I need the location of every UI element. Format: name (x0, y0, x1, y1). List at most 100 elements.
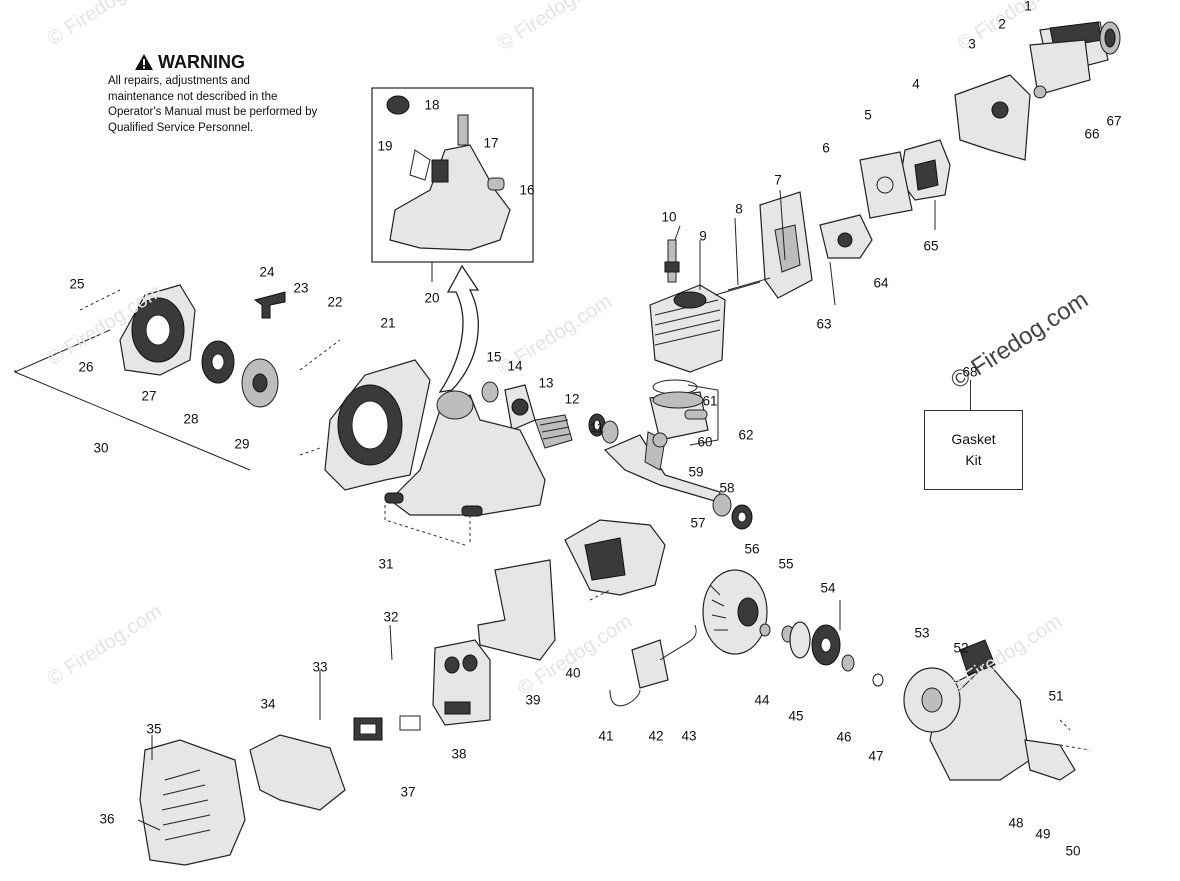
part-bearing-11 (588, 413, 619, 444)
part-starter-handle (253, 291, 286, 319)
callout-48: 48 (1008, 815, 1024, 831)
callout-10: 10 (661, 209, 677, 225)
callout-34: 34 (260, 696, 276, 712)
part-air-box (954, 74, 1031, 161)
callout-29: 29 (234, 436, 250, 452)
callout-32: 32 (383, 609, 399, 625)
callout-7: 7 (774, 172, 782, 188)
callout-30: 30 (93, 440, 109, 456)
part-fan-housing (324, 359, 431, 491)
callout-16: 16 (519, 182, 535, 198)
callout-42: 42 (648, 728, 664, 744)
callout-6: 6 (822, 140, 830, 156)
callout-61: 61 (702, 393, 718, 409)
callout-57: 57 (690, 515, 706, 531)
callout-44: 44 (754, 692, 770, 708)
callout-60: 60 (697, 434, 713, 450)
callout-27: 27 (141, 388, 157, 404)
callout-4: 4 (912, 76, 920, 92)
part-flywheel (702, 569, 768, 655)
callout-59: 59 (688, 464, 704, 480)
callout-37: 37 (400, 784, 416, 800)
gasket-kit-label-2: Kit (965, 452, 982, 468)
callout-46: 46 (836, 729, 852, 745)
callout-55: 55 (778, 556, 794, 572)
part-piston (649, 379, 709, 441)
callout-1: 1 (1024, 0, 1032, 14)
warning-body: All repairs, adjustments and maintenance… (108, 75, 318, 134)
callout-20: 20 (424, 290, 440, 306)
callout-22: 22 (327, 294, 343, 310)
callout-51: 51 (1048, 688, 1064, 704)
callout-35: 35 (146, 721, 162, 737)
callout-25: 25 (69, 276, 85, 292)
gasket-kit-box: Gasket Kit (924, 410, 1023, 490)
callout-15: 15 (486, 349, 502, 365)
callout-31: 31 (378, 556, 394, 572)
callout-58: 58 (719, 480, 735, 496)
callout-23: 23 (293, 280, 309, 296)
part-spring-clutch (481, 381, 573, 449)
callout-18: 18 (424, 97, 440, 113)
part-shield-39 (477, 559, 556, 661)
callout-38: 38 (451, 746, 467, 762)
warning-title-text: WARNING (158, 52, 245, 72)
part-fuel-tank-body (384, 390, 546, 517)
callout-67: 67 (1106, 113, 1122, 129)
callout-2: 2 (998, 16, 1006, 32)
callout-47: 47 (868, 748, 884, 764)
callout-50: 50 (1065, 843, 1081, 859)
callout-52: 52 (953, 640, 969, 656)
callout-45: 45 (788, 708, 804, 724)
part-clutch-54 (811, 624, 841, 666)
callout-11: 11 (589, 420, 605, 436)
callout-43: 43 (681, 728, 697, 744)
callout-63: 63 (816, 316, 832, 332)
callout-9: 9 (699, 228, 707, 244)
callout-54: 54 (820, 580, 836, 596)
callout-5: 5 (864, 107, 872, 123)
callout-53: 53 (914, 625, 930, 641)
callout-62: 62 (738, 427, 754, 443)
callout-14: 14 (507, 358, 523, 374)
callout-49: 49 (1035, 826, 1051, 842)
callout-21: 21 (380, 315, 396, 331)
part-crankcase (564, 519, 666, 596)
callout-64: 64 (873, 275, 889, 291)
warning-triangle-icon (135, 54, 153, 70)
part-inset-tank (386, 95, 511, 251)
part-muffler-cover-34 (249, 734, 346, 811)
callout-17: 17 (483, 135, 499, 151)
callout-3: 3 (968, 36, 976, 52)
curved-arrow (438, 264, 480, 393)
callout-13: 13 (538, 375, 554, 391)
part-cylinder (649, 284, 726, 373)
part-carburetor (899, 139, 951, 201)
callout-65: 65 (923, 238, 939, 254)
callout-12: 12 (564, 391, 580, 407)
callout-8: 8 (735, 201, 743, 217)
callout-41: 41 (598, 728, 614, 744)
part-starter-spring (201, 340, 235, 384)
part-gear-head (903, 639, 1076, 781)
callout-68: 68 (962, 364, 978, 380)
fuel-tank-inset-box (371, 87, 534, 263)
callout-39: 39 (525, 692, 541, 708)
part-pulley (241, 358, 279, 408)
warning-title: WARNING (134, 52, 318, 72)
callout-36: 36 (99, 811, 115, 827)
callout-40: 40 (565, 665, 581, 681)
warning-notice: WARNING All repairs, adjustments and mai… (108, 52, 318, 136)
callout-28: 28 (183, 411, 199, 427)
gasket-kit-label-1: Gasket (951, 431, 996, 447)
callout-26: 26 (78, 359, 94, 375)
callout-66: 66 (1084, 126, 1100, 142)
part-muffler-guard (139, 739, 246, 866)
callout-33: 33 (312, 659, 328, 675)
part-air-filter (1029, 21, 1121, 96)
part-spark-plug (664, 239, 680, 283)
callout-19: 19 (377, 138, 393, 154)
callout-24: 24 (259, 264, 275, 280)
part-ignition-module (631, 639, 669, 689)
